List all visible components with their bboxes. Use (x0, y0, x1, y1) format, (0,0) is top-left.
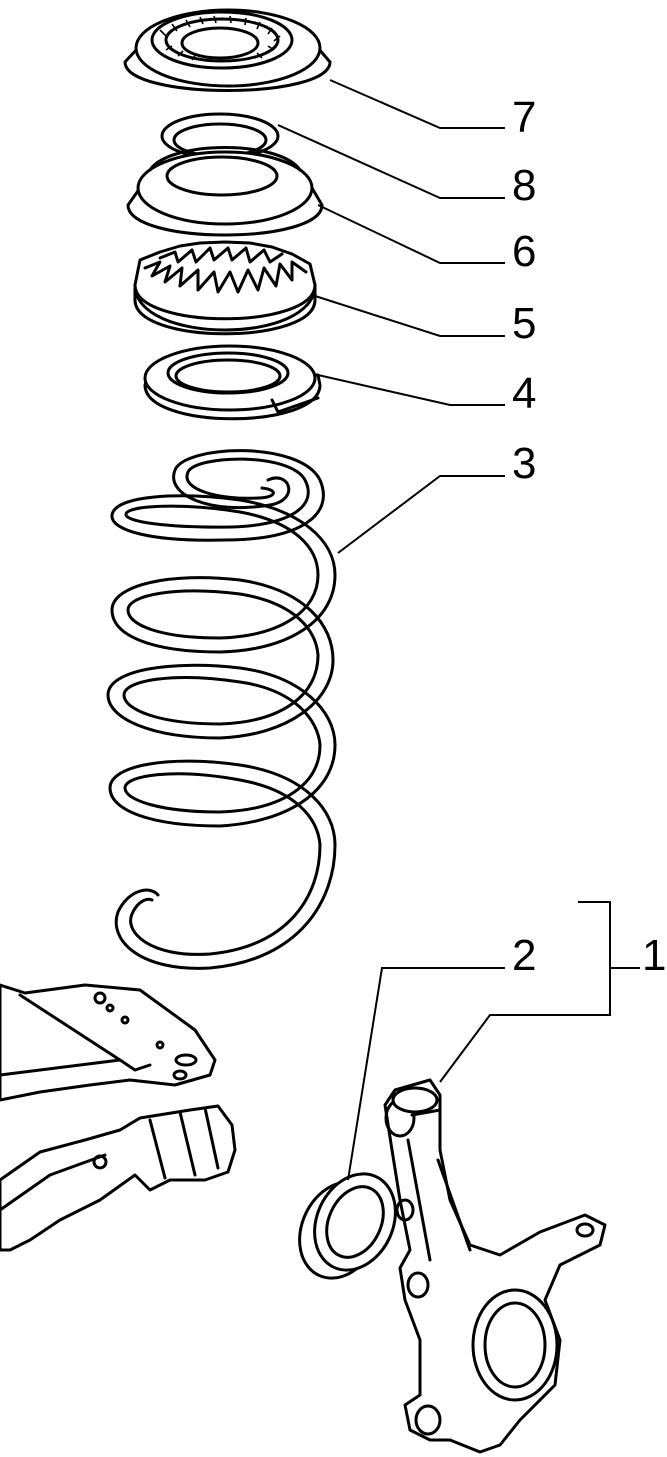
leader-8 (277, 124, 505, 199)
part-4-lower-insulator (143, 344, 322, 421)
leader-6 (317, 204, 505, 264)
callout-3: 3 (512, 439, 536, 488)
callout-7: 7 (512, 93, 536, 142)
part-5-toothed-washer (133, 240, 317, 336)
leader-lines (277, 79, 640, 1181)
callout-1: 1 (642, 931, 666, 980)
leader-2 (347, 967, 505, 1181)
part-7-upper-mount (123, 8, 332, 92)
part-3-coil-spring (106, 449, 337, 970)
callout-8: 8 (512, 161, 536, 210)
part-6-spring-seat (126, 146, 324, 237)
leader-5 (311, 294, 505, 337)
callout-2: 2 (512, 931, 536, 980)
part-1-steering-knuckle (383, 1078, 607, 1454)
leader-1-bracket (439, 901, 611, 1083)
leader-3 (337, 475, 505, 554)
leader-4 (317, 374, 505, 406)
part-2-seal (298, 1172, 397, 1280)
callout-6: 6 (512, 227, 536, 276)
leader-7 (329, 79, 505, 129)
callout-4: 4 (512, 369, 536, 418)
callout-5: 5 (512, 299, 536, 348)
lower-arm-fragment (0, 983, 237, 1252)
